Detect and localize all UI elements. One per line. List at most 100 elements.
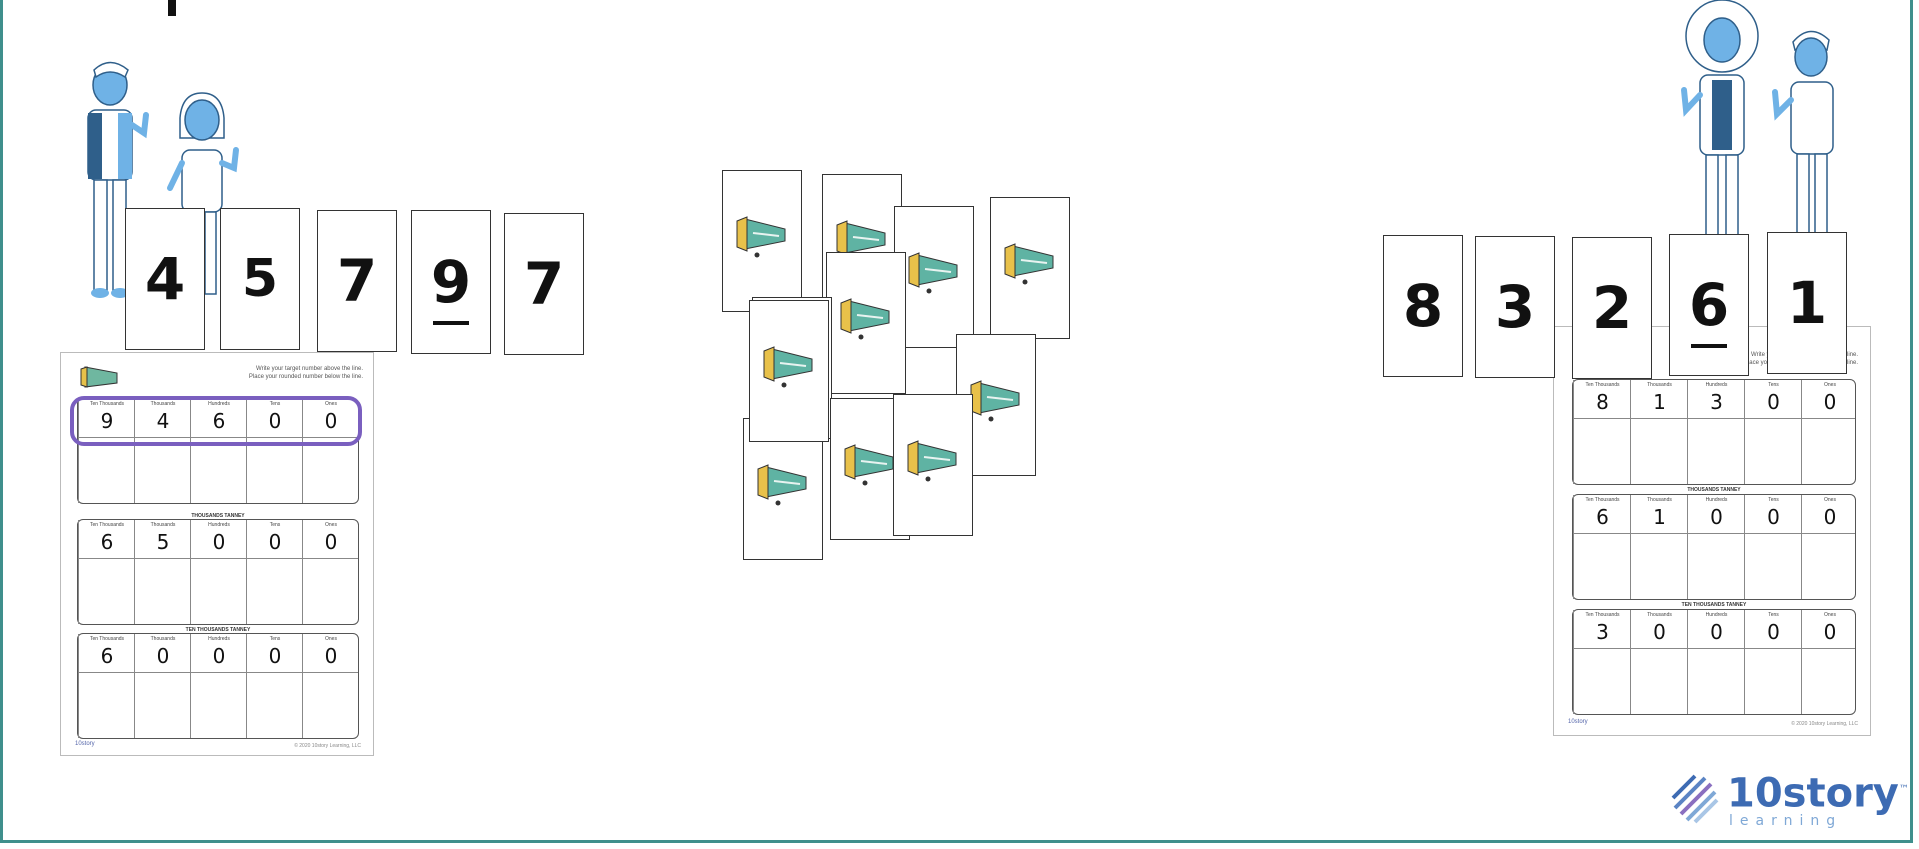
card-digit: 7 (336, 247, 378, 315)
grid-value: 0 (1823, 505, 1837, 529)
grid-value: 1 (1653, 390, 1666, 414)
card-digit: 6 (1688, 271, 1730, 348)
number-card[interactable]: 7 (317, 210, 397, 352)
column-label: Ones (325, 522, 337, 528)
grid-value: 6 (100, 644, 114, 668)
grid-value: 0 (1767, 390, 1780, 414)
grid-value: 0 (268, 409, 282, 433)
column-label: Ten Thousands (1585, 612, 1620, 618)
card-digit: 3 (1494, 273, 1536, 341)
column-label: Ones (1824, 382, 1836, 388)
megaphone-icon (80, 366, 118, 388)
number-card[interactable]: 7 (504, 213, 584, 355)
column-label: Tens (1768, 612, 1779, 618)
number-card-underlined[interactable]: 6 (1669, 234, 1749, 376)
grid-value: 3 (1596, 620, 1609, 644)
column-label: Ones (1824, 497, 1836, 503)
number-card[interactable]: 3 (1475, 236, 1555, 378)
megaphone-icon (970, 380, 1020, 422)
number-card[interactable]: 2 (1572, 237, 1652, 379)
face-down-card[interactable] (990, 197, 1070, 339)
person-astronaut-right-icon (1670, 0, 1770, 240)
column-label: Thousands (1647, 612, 1672, 618)
grid-value: 0 (156, 644, 170, 668)
number-card[interactable]: 1 (1767, 232, 1847, 374)
grid-value: 6 (100, 530, 114, 554)
column-label: Ten Thousands (1585, 382, 1620, 388)
card-digit: 9 (430, 248, 472, 325)
column-label: Ten Thousands (1585, 497, 1620, 503)
grid-value: 0 (1710, 620, 1723, 644)
card-digit: 5 (241, 249, 279, 309)
megaphone-icon (907, 440, 957, 482)
column-label: Hundreds (1705, 382, 1728, 388)
megaphone-icon (757, 464, 807, 506)
grid-value: 0 (324, 530, 338, 554)
grid-value: 0 (1653, 620, 1666, 644)
worksheet-left: Write your target number above the line.… (60, 352, 374, 756)
grid-title: TEN THOUSANDS TANNEY (1681, 602, 1747, 608)
column-label: Ones (1824, 612, 1836, 618)
card-digit: 1 (1786, 269, 1828, 337)
grid-value: 0 (268, 530, 282, 554)
column-label: Tens (269, 636, 281, 642)
card-digit: 2 (1591, 274, 1633, 342)
grid-value: 6 (1596, 505, 1609, 529)
card-digit: 4 (144, 245, 186, 313)
grid-value: 3 (1710, 390, 1723, 414)
column-label: Thousands (1647, 497, 1672, 503)
grid-value: 0 (324, 644, 338, 668)
person-man-left-icon (70, 55, 150, 300)
column-label: Hundreds (1705, 497, 1728, 503)
number-card[interactable]: 5 (220, 208, 300, 350)
face-down-card[interactable] (894, 206, 974, 348)
logo-stripes-icon (1671, 774, 1719, 824)
column-label: Hundreds (208, 522, 230, 528)
grid-title: THOUSANDS TANNEY (191, 513, 245, 519)
title-fragment (168, 0, 176, 16)
column-label: Ten Thousands (89, 522, 125, 528)
number-card[interactable]: 4 (125, 208, 205, 350)
grid-value: 0 (1710, 505, 1723, 529)
sheet-instruction-2: Place your rounded number below the line… (248, 374, 363, 380)
column-label: Ten Thousands (89, 401, 125, 407)
column-label: Tens (1768, 497, 1779, 503)
grid-value: 0 (212, 530, 226, 554)
logo-subtitle: learning (1729, 813, 1843, 830)
grid-value: 0 (268, 644, 282, 668)
megaphone-icon (836, 220, 886, 262)
face-down-card[interactable] (749, 300, 829, 442)
number-card[interactable]: 8 (1383, 235, 1463, 377)
sheet-instruction-1: Write your target number above the line. (256, 366, 363, 372)
megaphone-icon (763, 346, 813, 388)
megaphone-icon (908, 252, 958, 294)
face-down-card[interactable] (722, 170, 802, 312)
card-digit: 7 (523, 250, 565, 318)
grid-value: 6 (212, 409, 226, 433)
highlight-outline (70, 396, 362, 446)
column-label: Tens (269, 522, 281, 528)
grid-value: 8 (1596, 390, 1609, 414)
megaphone-icon (844, 444, 894, 486)
number-card-underlined[interactable]: 9 (411, 210, 491, 354)
column-label: Hundreds (208, 636, 230, 642)
grid-value: 0 (1823, 390, 1837, 414)
grid-value: 0 (1767, 505, 1780, 529)
column-label: Tens (269, 401, 281, 407)
logo-brand-text: 10story (1727, 770, 1899, 817)
face-down-card[interactable] (893, 394, 973, 536)
sheet-footer-brand: 10story (1568, 719, 1588, 725)
face-down-card[interactable] (826, 252, 906, 394)
grid-value: 4 (156, 409, 170, 433)
grid-value: 0 (1767, 620, 1780, 644)
column-label: Thousands (1647, 382, 1672, 388)
megaphone-icon (840, 298, 890, 340)
sheet-footer-copyright: © 2020 10story Learning, LLC (1791, 721, 1858, 727)
grid-value: 0 (212, 644, 226, 668)
grid-value: 9 (100, 409, 114, 433)
